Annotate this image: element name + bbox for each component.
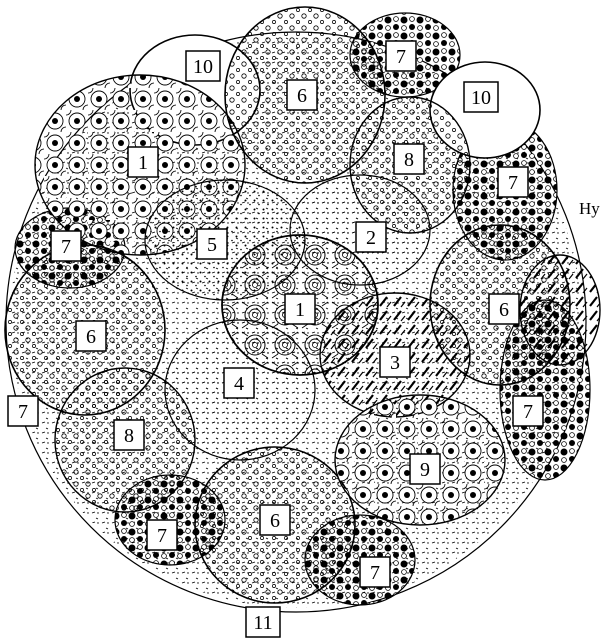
plant-label-6: 6	[76, 321, 106, 351]
plant-label-8: 8	[114, 420, 144, 450]
plant-label-1: 1	[128, 147, 158, 177]
plant-label-text: 11	[253, 612, 272, 634]
plant-label-6: 6	[260, 505, 290, 535]
plant-label-10: 10	[464, 82, 498, 112]
plant-label-7: 7	[498, 167, 528, 197]
plant-label-text: 7	[508, 172, 518, 194]
plant-label-text: 10	[471, 87, 491, 109]
plant-label-text: 6	[297, 85, 307, 107]
plant-label-text: 5	[207, 234, 217, 256]
plant-label-text: 1	[295, 299, 305, 321]
plant-label-7: 7	[147, 520, 177, 550]
plant-label-text: 3	[390, 352, 400, 374]
plant-label-6: 6	[489, 294, 519, 324]
plant-label-text: 6	[499, 299, 509, 321]
plant-label-9: 9	[410, 454, 440, 484]
plant-label-7: 7	[51, 231, 81, 261]
plant-label-text: 9	[420, 459, 430, 481]
plant-label-7: 7	[360, 557, 390, 587]
plant-label-5: 5	[197, 229, 227, 259]
plant-label-4: 4	[224, 368, 254, 398]
plant-label-10: 10	[186, 51, 220, 81]
plant-label-7: 7	[386, 41, 416, 71]
plant-label-11: 11	[246, 607, 280, 637]
plant-label-2: 2	[356, 222, 386, 252]
plant-label-6: 6	[287, 80, 317, 110]
plant-label-1: 1	[285, 294, 315, 324]
plant-label-text: 6	[86, 326, 96, 348]
plant-label-text: 7	[370, 562, 380, 584]
plant-label-text: 7	[396, 46, 406, 68]
plant-label-text: 1	[138, 152, 148, 174]
plant-label-text: 7	[18, 401, 28, 423]
plant-label-7: 7	[513, 396, 543, 426]
plant-label-8: 8	[394, 144, 424, 174]
plant-label-text: 7	[157, 525, 167, 547]
plant-label-7: 7	[8, 396, 38, 426]
plant-label-text: 7	[523, 401, 533, 423]
plant-label-text: 8	[124, 425, 134, 447]
plant-label-text: 2	[366, 227, 376, 249]
plant-label-text: 10	[193, 56, 213, 78]
plant-label-text: 6	[270, 510, 280, 532]
plant-label-3: 3	[380, 347, 410, 377]
plant-label-text: 8	[404, 149, 414, 171]
plant-label-text: 7	[61, 236, 71, 258]
plant-label-text: 4	[234, 373, 244, 395]
side-label: Hy	[579, 199, 600, 218]
